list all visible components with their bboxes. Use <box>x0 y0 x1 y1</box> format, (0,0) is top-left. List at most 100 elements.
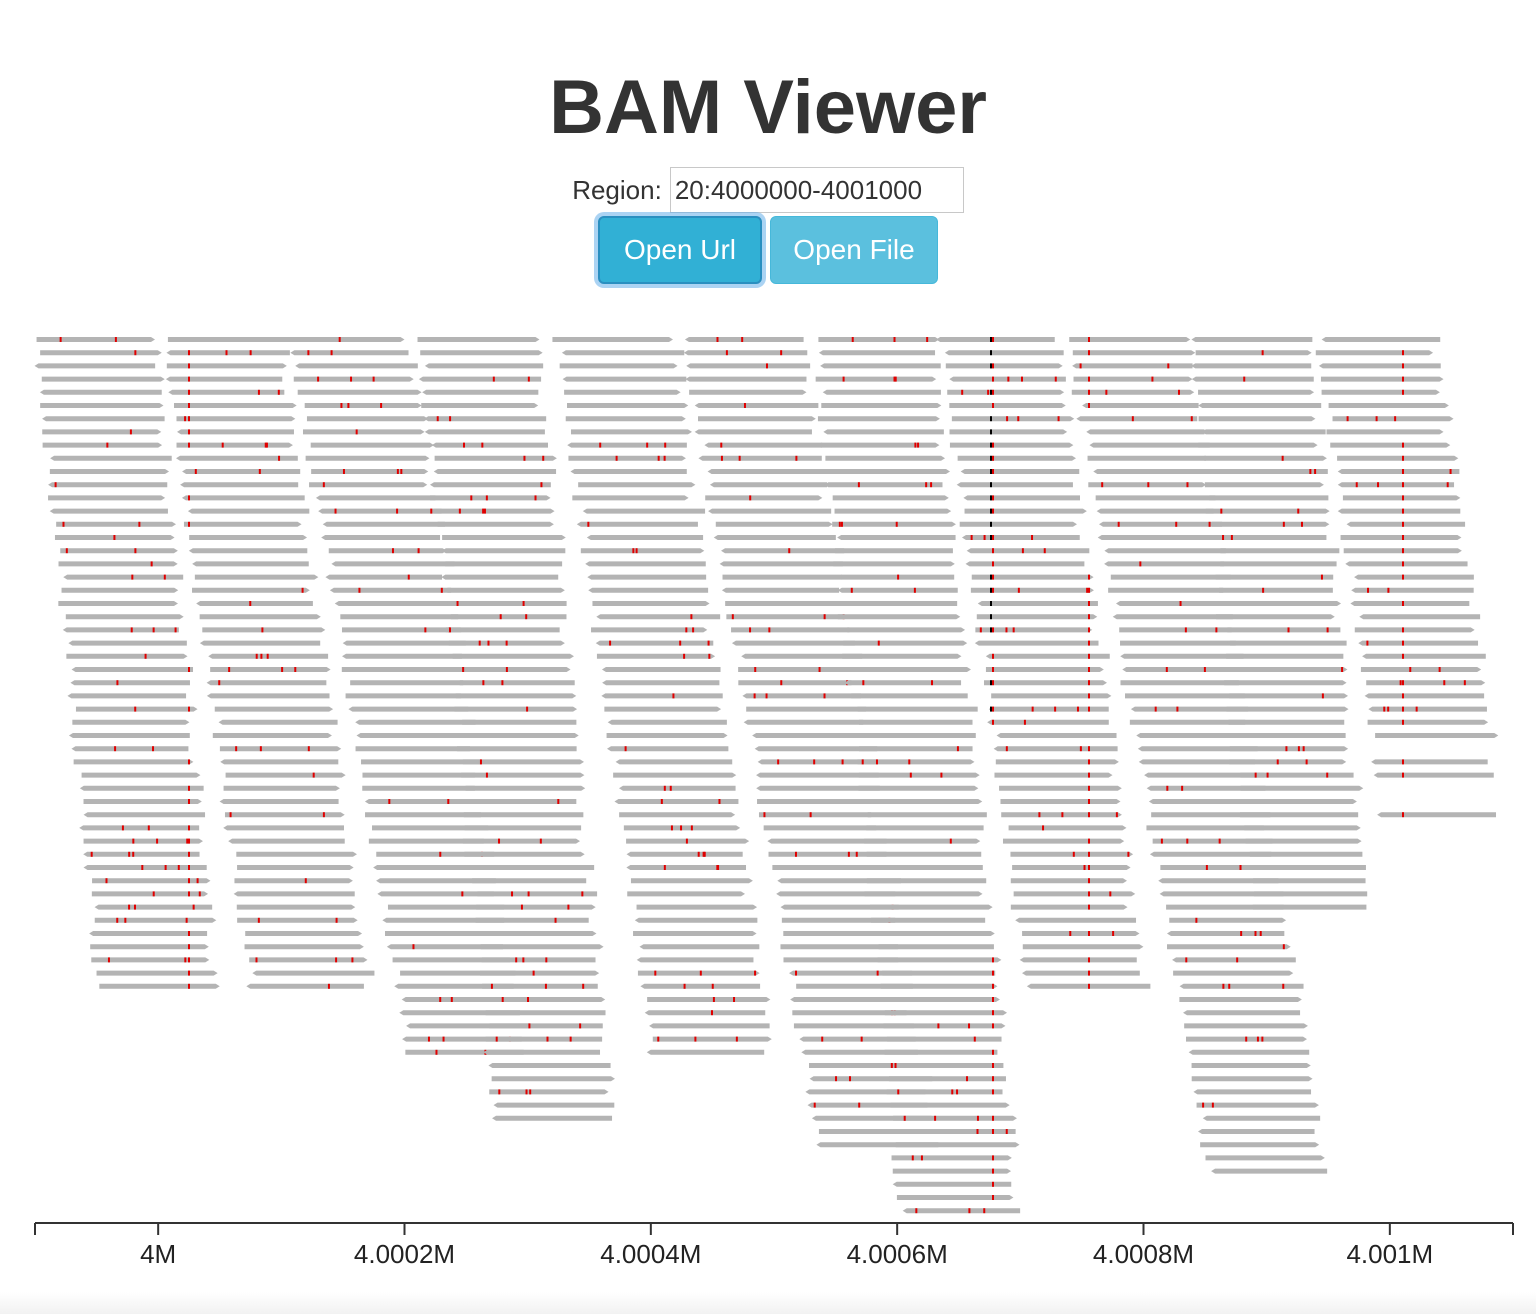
read-alignment <box>790 997 914 1002</box>
read-alignment <box>295 363 418 369</box>
mismatch-mark <box>1402 653 1404 659</box>
read-alignment <box>1191 1076 1313 1082</box>
mismatch-mark <box>1086 587 1089 593</box>
read-alignment <box>763 825 880 831</box>
read-alignment <box>224 812 345 818</box>
mismatch-mark <box>1005 746 1008 752</box>
mismatch-mark <box>156 838 159 844</box>
mismatch-mark <box>1031 706 1034 712</box>
mismatch-mark <box>663 865 666 870</box>
read-alignment <box>875 931 995 936</box>
read-alignment <box>792 1010 911 1016</box>
mismatch-mark <box>152 746 155 752</box>
mismatch-mark <box>1281 455 1284 461</box>
read-alignment <box>430 495 551 501</box>
read-alignment <box>1205 1155 1325 1161</box>
read-alignment <box>694 429 812 435</box>
mismatch-mark <box>114 337 117 342</box>
mismatch-mark <box>430 508 433 514</box>
read-alignment <box>1209 535 1327 540</box>
read-alignment <box>971 574 1094 580</box>
read-alignment <box>896 1195 1014 1200</box>
read-alignment <box>722 574 846 580</box>
read-alignment <box>837 574 955 580</box>
read-alignment <box>1204 482 1324 488</box>
read-alignment <box>963 495 1081 501</box>
mismatch-mark <box>1261 350 1264 356</box>
read-alignment <box>476 904 596 910</box>
read-alignment <box>182 469 301 474</box>
read-alignment <box>854 733 976 738</box>
mismatch-mark <box>1176 706 1179 712</box>
read-alignment <box>447 587 565 593</box>
mismatch-mark <box>141 865 144 870</box>
mismatch-mark <box>194 469 197 474</box>
mismatch-mark <box>1017 587 1020 593</box>
mismatch-mark <box>427 1036 430 1042</box>
mismatch-mark <box>716 337 719 342</box>
read-alignment <box>1069 337 1191 342</box>
read-alignment <box>329 587 452 593</box>
open-file-button[interactable]: Open File <box>770 216 938 284</box>
mismatch-mark <box>992 469 994 474</box>
read-alignment <box>815 376 937 382</box>
mismatch-mark <box>1282 944 1285 950</box>
read-alignment <box>578 482 696 488</box>
mismatch-mark <box>526 706 529 712</box>
mismatch-mark <box>1394 416 1397 422</box>
mismatch-mark <box>261 627 264 633</box>
mismatch-mark <box>327 983 330 989</box>
read-alignment <box>1198 403 1322 408</box>
read-alignment <box>983 680 1107 686</box>
read-alignment <box>580 548 705 554</box>
mismatch-mark <box>1402 495 1404 501</box>
read-alignment <box>341 627 465 633</box>
mismatch-mark <box>265 442 268 448</box>
mismatch-mark <box>1005 1129 1008 1134</box>
read-alignment <box>634 917 758 923</box>
mismatch-mark <box>646 442 649 448</box>
read-alignment <box>821 403 942 408</box>
region-input[interactable] <box>669 167 964 213</box>
read-alignment <box>202 627 326 633</box>
mismatch-mark <box>970 535 973 540</box>
mismatch-mark <box>338 337 341 342</box>
mismatch-mark <box>685 627 688 633</box>
mismatch-mark <box>720 442 723 448</box>
mismatch-mark <box>992 376 994 382</box>
read-alignment <box>66 653 188 659</box>
read-alignment <box>783 957 902 963</box>
read-alignment <box>433 469 557 474</box>
read-alignment <box>1169 917 1287 923</box>
mismatch-mark <box>992 1129 994 1134</box>
mismatch-mark <box>1383 706 1386 712</box>
read-alignment <box>818 350 936 356</box>
read-alignment <box>1242 865 1366 870</box>
read-alignment <box>562 376 687 382</box>
read-alignment <box>966 548 1090 554</box>
mismatch-mark <box>188 983 190 989</box>
read-alignment <box>223 785 340 791</box>
read-alignment <box>832 495 949 501</box>
read-alignment <box>1371 759 1488 765</box>
mismatch-mark <box>711 983 714 989</box>
open-url-button[interactable]: Open Url <box>598 216 762 284</box>
read-alignment <box>1195 350 1312 356</box>
read-alignment <box>757 799 878 804</box>
read-alignment <box>192 561 309 567</box>
read-alignment <box>167 337 291 342</box>
mismatch-mark <box>976 1115 979 1121</box>
read-alignment <box>442 535 566 540</box>
read-alignment <box>452 653 574 659</box>
axis-tick-label: 4.001M <box>1346 1239 1433 1269</box>
mismatch-mark <box>1088 812 1090 818</box>
read-alignment <box>63 574 184 580</box>
read-alignment <box>1229 759 1347 765</box>
mismatch-mark <box>1072 851 1075 857</box>
mismatch-mark <box>1088 706 1090 712</box>
mismatch-mark <box>132 851 135 857</box>
read-alignment <box>433 508 555 514</box>
read-alignment <box>166 363 287 369</box>
read-alignment <box>342 640 466 646</box>
